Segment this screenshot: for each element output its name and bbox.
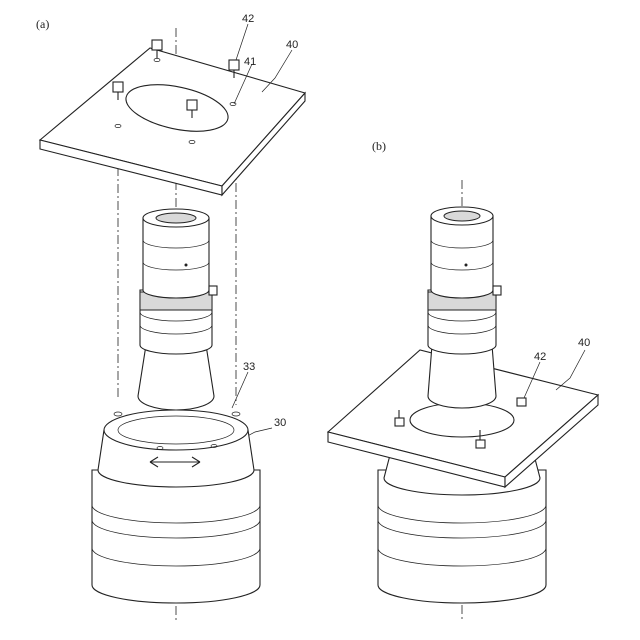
label-42-b: 42 xyxy=(534,351,546,363)
label-40-b: 40 xyxy=(578,337,590,349)
label-41: 41 xyxy=(244,56,256,68)
label-33: 33 xyxy=(243,361,255,373)
panel-a: (a) xyxy=(36,13,305,620)
panel-a-label: (a) xyxy=(36,17,49,31)
camera-base-b xyxy=(378,455,546,603)
camera-base-30 xyxy=(92,410,260,603)
label-40: 40 xyxy=(286,39,298,51)
mounting-plate-40 xyxy=(40,48,305,195)
lens-barrel xyxy=(138,209,217,410)
panel-b-label: (b) xyxy=(372,139,386,153)
label-30: 30 xyxy=(274,417,286,429)
screw-icon xyxy=(517,398,526,406)
lens-barrel-b xyxy=(428,207,501,408)
label-42: 42 xyxy=(242,13,254,25)
panel-b: (b) xyxy=(328,139,598,620)
